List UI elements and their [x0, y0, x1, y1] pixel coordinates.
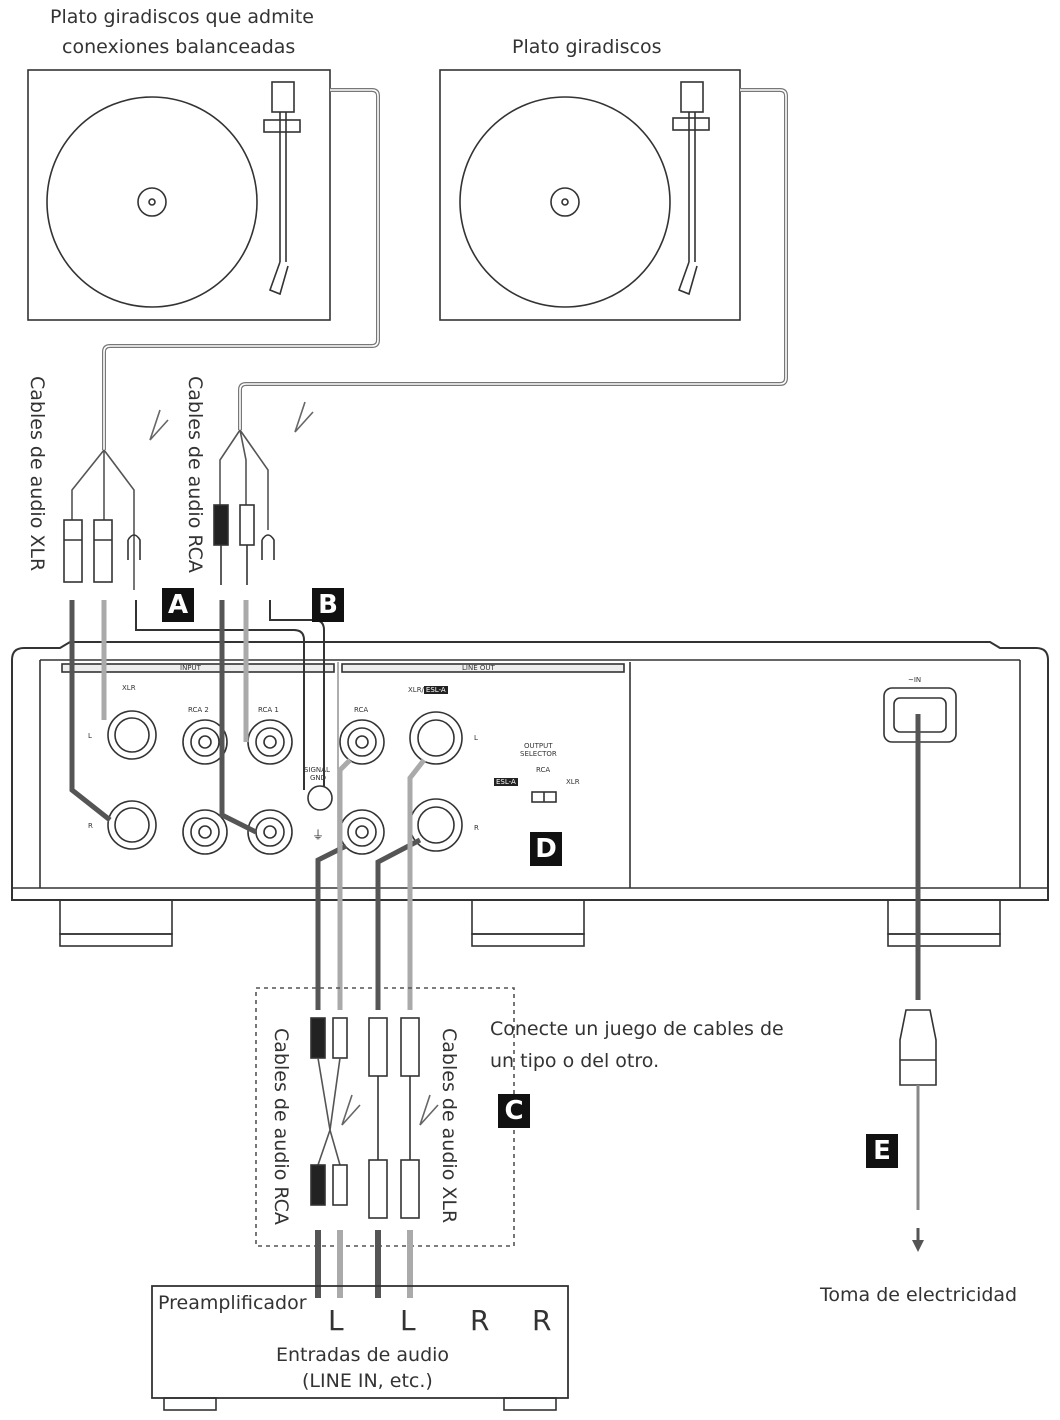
badge-b: B: [312, 588, 344, 622]
xlr-esl-label: XLR/ESL-A: [408, 686, 448, 694]
rca2-input-l: [182, 719, 228, 765]
xlr-cables-bottom-label: Cables de audio XLR: [438, 1028, 460, 1224]
output-selector-label-2: SELECTOR: [520, 750, 557, 758]
down-arrow-icon: [912, 1240, 924, 1252]
preamplifier: [151, 1285, 569, 1411]
rca2-label: RCA 2: [188, 706, 209, 714]
preamp-title: Preamplificador: [158, 1292, 307, 1314]
balanced-turntable-label-line1: Plato giradiscos que admite: [50, 6, 314, 28]
badge-d: D: [530, 832, 562, 866]
selector-xlr-label: XLR: [566, 778, 580, 786]
badge-e: E: [866, 1134, 898, 1168]
preamp-l1: L: [328, 1304, 344, 1337]
channel-l-out-label: L: [474, 734, 478, 742]
xlr-input-l: [107, 710, 157, 760]
rca-out-label: RCA: [354, 706, 369, 714]
xlr-label: XLR: [122, 684, 136, 692]
rca1-input-l: [247, 719, 293, 765]
rca1-input-r: [247, 809, 293, 855]
line-out-header: LINE OUT: [462, 664, 495, 672]
rca-turntable-cable: [238, 88, 788, 430]
rca-cables-label: Cables de audio RCA: [184, 376, 206, 573]
signal-gnd-label-1: SIGNAL: [304, 766, 330, 774]
ac-in-label: ~IN: [908, 676, 922, 684]
preamp-r2: R: [532, 1304, 552, 1337]
badge-a: A: [162, 588, 194, 622]
xlr-input-r: [107, 800, 157, 850]
xlr-slash-label: XLR/: [408, 686, 424, 694]
note-line1: Conecte un juego de cables de: [490, 1018, 784, 1040]
turntable-label: Plato giradiscos: [512, 36, 662, 58]
balanced-turntable: [27, 69, 331, 321]
preamp-l2: L: [400, 1304, 416, 1337]
selector-rca-label: RCA: [536, 766, 551, 774]
preamp-inputs-line2: (LINE IN, etc.): [302, 1370, 433, 1392]
channel-r-label: R: [88, 822, 93, 830]
power-plug: [899, 1009, 937, 1086]
power-outlet-label: Toma de electricidad: [820, 1284, 1018, 1306]
signal-gnd-label-2: GND: [310, 774, 327, 782]
badge-c: C: [498, 1094, 530, 1128]
preamp-inputs-line1: Entradas de audio: [276, 1344, 450, 1366]
rca1-label: RCA 1: [258, 706, 279, 714]
balanced-turntable-label-line2: conexiones balanceadas: [62, 36, 296, 58]
channel-r-out-label: R: [474, 824, 479, 832]
esl-a-label: ESL-A: [423, 686, 448, 694]
output-selector-label-1: OUTPUT: [524, 742, 553, 750]
turntable: [439, 69, 741, 321]
rca-cables-bottom-label: Cables de audio RCA: [270, 1028, 292, 1225]
preamp-r1: R: [470, 1304, 490, 1337]
note-line2: un tipo o del otro.: [490, 1050, 660, 1072]
rca-output-l: [339, 719, 385, 765]
xlr-cables-label: Cables de audio XLR: [26, 376, 48, 572]
channel-l-label: L: [88, 732, 92, 740]
input-header: INPUT: [180, 664, 201, 672]
ground-symbol-icon: ⏚: [312, 828, 325, 842]
xlr-output-l: [409, 711, 463, 765]
rca2-input-r: [182, 809, 228, 855]
selector-esl-label: ESL-A: [494, 778, 518, 786]
signal-gnd-terminal: [307, 785, 333, 811]
amplifier-rear-panel: [11, 641, 1049, 947]
